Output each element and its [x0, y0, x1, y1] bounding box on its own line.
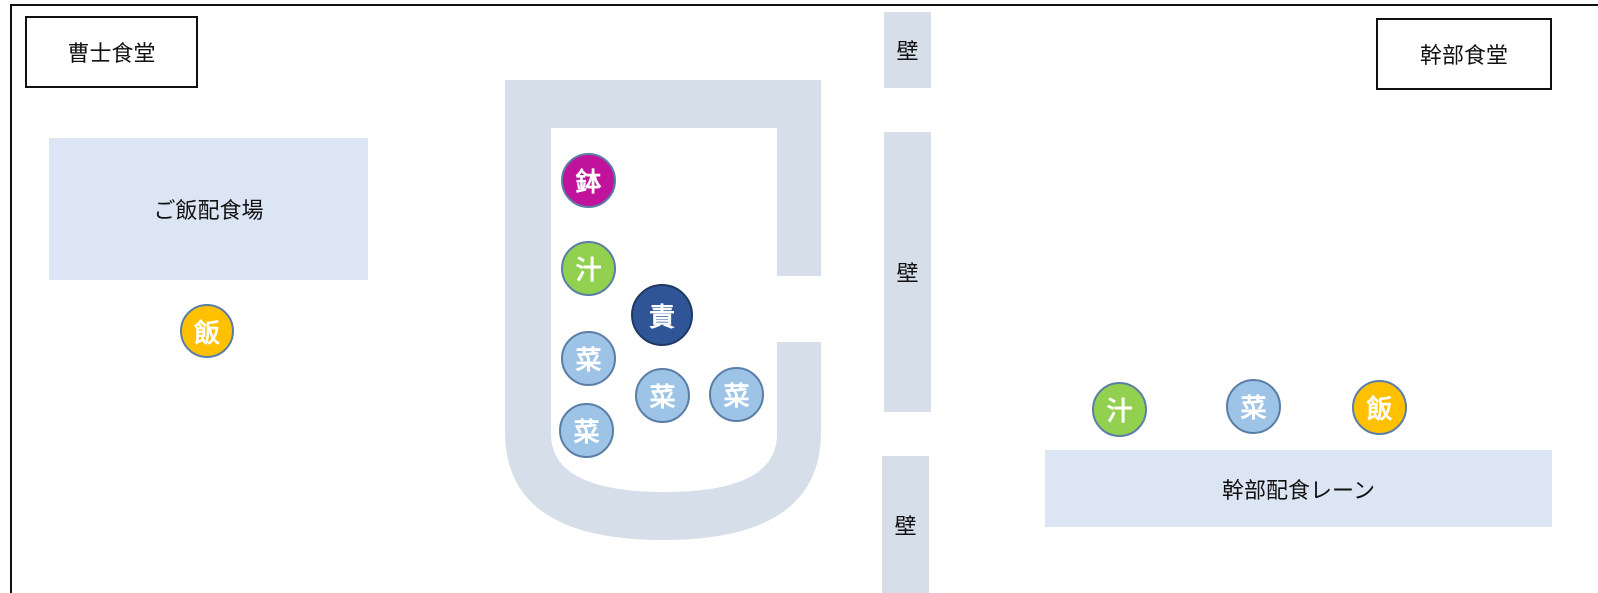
- rice-serving-station: ご飯配食場: [49, 138, 368, 280]
- wall-middle: 壁: [884, 132, 931, 412]
- side-dish-marker-1: 菜: [561, 331, 616, 386]
- rice-marker: 飯: [180, 304, 234, 358]
- wall-bottom: 壁: [882, 456, 929, 593]
- diagram-frame: [10, 4, 1598, 593]
- soup-marker-counter: 汁: [561, 241, 616, 296]
- chief-marker: 責: [631, 284, 693, 346]
- side-dish-marker-3: 菜: [709, 367, 764, 422]
- side-dish-marker-officer: 菜: [1226, 379, 1281, 434]
- soup-marker-officer: 汁: [1092, 382, 1147, 437]
- officer-serving-lane: 幹部配食レーン: [1045, 450, 1552, 527]
- bowl-marker: 鉢: [561, 153, 616, 208]
- side-dish-marker-2: 菜: [635, 368, 690, 423]
- wall-top: 壁: [884, 12, 931, 88]
- right-hall-label: 幹部食堂: [1376, 18, 1552, 90]
- serving-counter: [505, 80, 821, 540]
- counter-outline: [505, 80, 821, 540]
- side-dish-marker-4: 菜: [559, 403, 614, 458]
- left-hall-label: 曹士食堂: [25, 16, 198, 88]
- rice-marker-officer: 飯: [1352, 380, 1407, 435]
